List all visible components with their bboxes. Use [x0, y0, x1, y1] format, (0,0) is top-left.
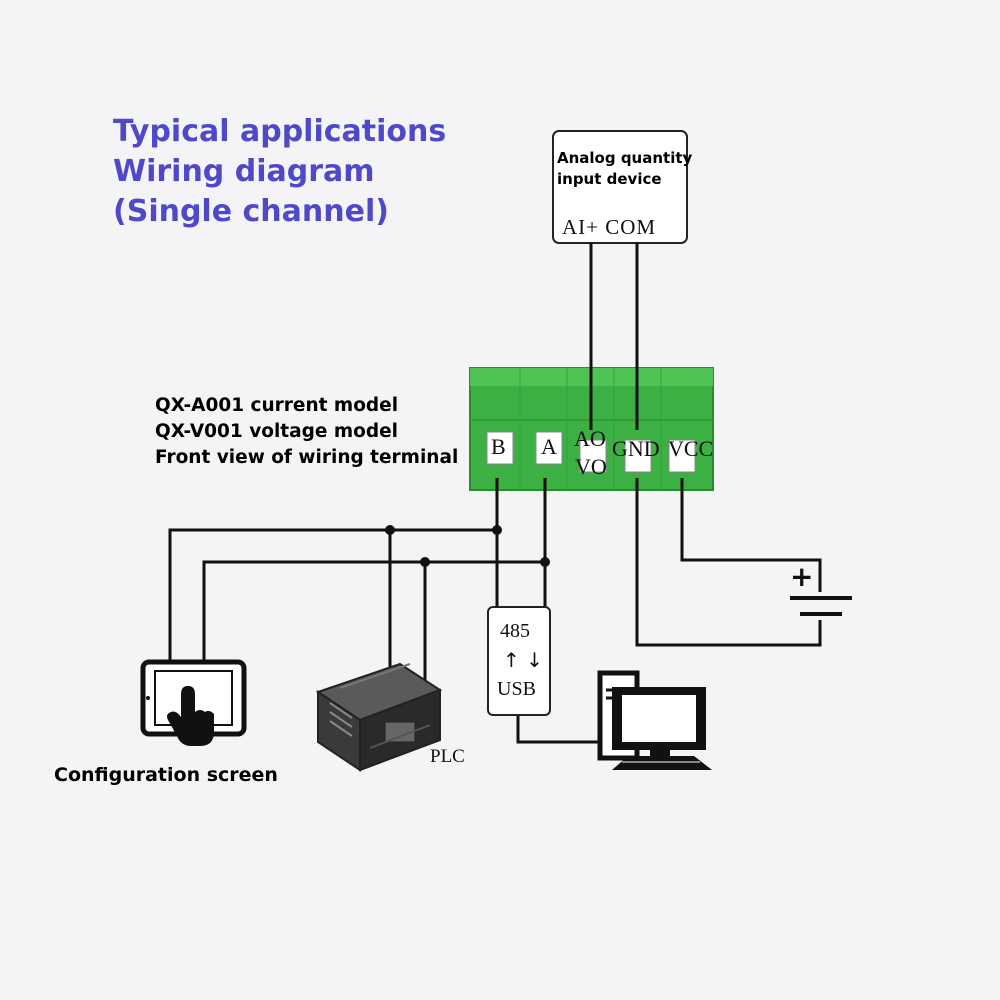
model-line-3: Front view of wiring terminal: [155, 447, 459, 468]
converter-arrows: ↑ ↓: [503, 648, 543, 672]
analog-input-device-box: [552, 130, 688, 244]
plc-icon: [315, 662, 443, 772]
model-line-1: QX-A001 current model: [155, 395, 399, 416]
terminal-socket-vcc: [668, 439, 696, 473]
terminal-label-b: B: [491, 434, 506, 459]
title-line-3: (Single channel): [113, 194, 389, 229]
converter-label-usb: USB: [497, 678, 536, 700]
device-label-line-1: Analog quantity: [557, 149, 693, 167]
diagram-title: Typical applications Wiring diagram (Sin…: [113, 112, 446, 232]
tablet-icon: [140, 659, 247, 746]
device-label-line-2: input device: [557, 170, 662, 188]
terminal-socket-a: [535, 431, 563, 465]
terminal-label-a: A: [541, 434, 557, 459]
junction-dots: [385, 525, 550, 567]
converter-label-485: 485: [500, 620, 530, 642]
converter-box: [487, 606, 551, 716]
terminal-label-gnd: GND: [612, 436, 660, 461]
terminal-socket-b: [486, 431, 514, 465]
model-line-2: QX-V001 voltage model: [155, 421, 398, 442]
device-terminals-label: AI+ COM: [562, 215, 657, 239]
battery-plus-sign: +: [790, 560, 814, 593]
plc-label: PLC: [430, 746, 465, 767]
configuration-screen-label: Configuration screen: [54, 764, 278, 786]
terminal-socket-ao: [579, 439, 607, 473]
terminal-label-vo: VO: [575, 454, 607, 479]
wires: [168, 243, 822, 744]
computer-icon: [597, 670, 712, 770]
terminal-socket-gnd: [624, 439, 652, 473]
analog-input-device-label: Analog quantity input device: [557, 148, 692, 190]
terminal-label-vcc: VCC: [668, 436, 714, 461]
battery-symbol: [790, 596, 852, 616]
model-description: QX-A001 current model QX-V001 voltage mo…: [155, 393, 458, 471]
title-line-1: Typical applications: [113, 114, 447, 149]
terminal-label-ao: AO: [574, 426, 606, 451]
title-line-2: Wiring diagram: [113, 154, 375, 189]
